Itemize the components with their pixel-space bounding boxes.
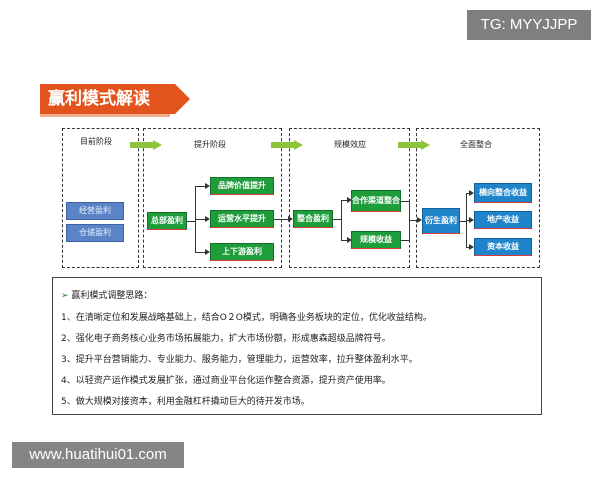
box-supply-chain-profit: 上下游盈利 <box>210 243 274 261</box>
connector <box>195 252 205 253</box>
notes-heading-text: 赢利模式调整思路： <box>71 291 153 301</box>
stage-arrow-2 <box>271 140 303 150</box>
box-horizontal-integration: 横向整合收益 <box>474 183 532 203</box>
connector <box>274 219 288 220</box>
box-storage-profit: 仓储盈利 <box>66 224 124 242</box>
arrowhead <box>417 217 422 223</box>
box-integrate-profit: 整合盈利 <box>293 210 333 228</box>
connector <box>341 200 347 201</box>
arrowhead <box>205 216 210 222</box>
connector <box>401 240 409 241</box>
box-channel-integration: 合作渠道整合 <box>351 190 401 212</box>
connector <box>195 186 205 187</box>
connector <box>333 219 341 220</box>
connector <box>409 220 417 221</box>
note-item: 5、做大规模对接资本，利用金融杠杆撬动巨大的待开发市场。 <box>61 397 310 407</box>
box-scale-revenue: 规模收益 <box>351 231 401 249</box>
box-operating-profit: 经营盈利 <box>66 202 124 220</box>
page-title: 赢利模式解读 <box>40 84 190 114</box>
notes-heading: ➢ 赢利模式调整思路： <box>61 288 152 301</box>
arrowhead <box>347 197 352 203</box>
note-item: 4、以轻资产运作模式发展扩张，通过商业平台化运作整合资源，提升资产使用率。 <box>61 376 391 386</box>
note-item: 1、在清晰定位和发展战略基础上，结合O２O模式，明确各业务板块的定位，优化收益结… <box>61 313 432 323</box>
stage-arrow-1 <box>130 140 162 150</box>
watermark-top: TG: MYYJJPP <box>467 10 591 40</box>
arrowhead <box>469 190 474 196</box>
box-capital-revenue: 资本收益 <box>474 238 532 256</box>
stage-current-frame <box>62 128 139 268</box>
watermark-bottom: www.huatihui01.com <box>12 442 184 468</box>
connector <box>195 219 205 220</box>
arrowhead <box>469 244 474 250</box>
title-underline <box>40 114 170 117</box>
connector <box>460 221 466 222</box>
connector <box>466 193 470 194</box>
box-brand-value: 品牌价值提升 <box>210 177 274 195</box>
arrowhead <box>469 217 474 223</box>
box-total-profit: 总部盈利 <box>147 212 187 230</box>
bullet-icon: ➢ <box>61 291 69 301</box>
arrowhead <box>205 249 210 255</box>
connector <box>466 220 470 221</box>
arrowhead <box>347 237 352 243</box>
notes-box: ➢ 赢利模式调整思路： 1、在清晰定位和发展战略基础上，结合O２O模式，明确各业… <box>52 277 542 415</box>
arrowhead <box>205 183 210 189</box>
stage-label-current: 目前阶段 <box>80 137 112 146</box>
connector <box>341 240 347 241</box>
box-operation-level: 运营水平提升 <box>210 210 274 228</box>
note-item: 3、提升平台营销能力、专业能力、服务能力，管理能力，运营效率，拉升整体盈利水平。 <box>61 355 418 365</box>
box-real-estate-revenue: 地产收益 <box>474 211 532 229</box>
connector <box>401 201 409 202</box>
connector <box>409 201 410 241</box>
connector <box>187 221 195 222</box>
arrowhead <box>288 216 293 222</box>
note-item: 2、强化电子商务核心业务市场拓展能力，扩大市场份额，形成惠森超级品牌符号。 <box>61 334 391 344</box>
box-derived-profit: 衍生盈利 <box>422 208 460 234</box>
connector <box>341 200 342 241</box>
stage-label-upgrade: 提升阶段 <box>194 140 226 149</box>
connector <box>466 247 470 248</box>
stage-arrow-3 <box>398 140 430 150</box>
stage-label-scale: 规模效应 <box>334 140 366 149</box>
stage-label-integration: 全面整合 <box>460 140 492 149</box>
